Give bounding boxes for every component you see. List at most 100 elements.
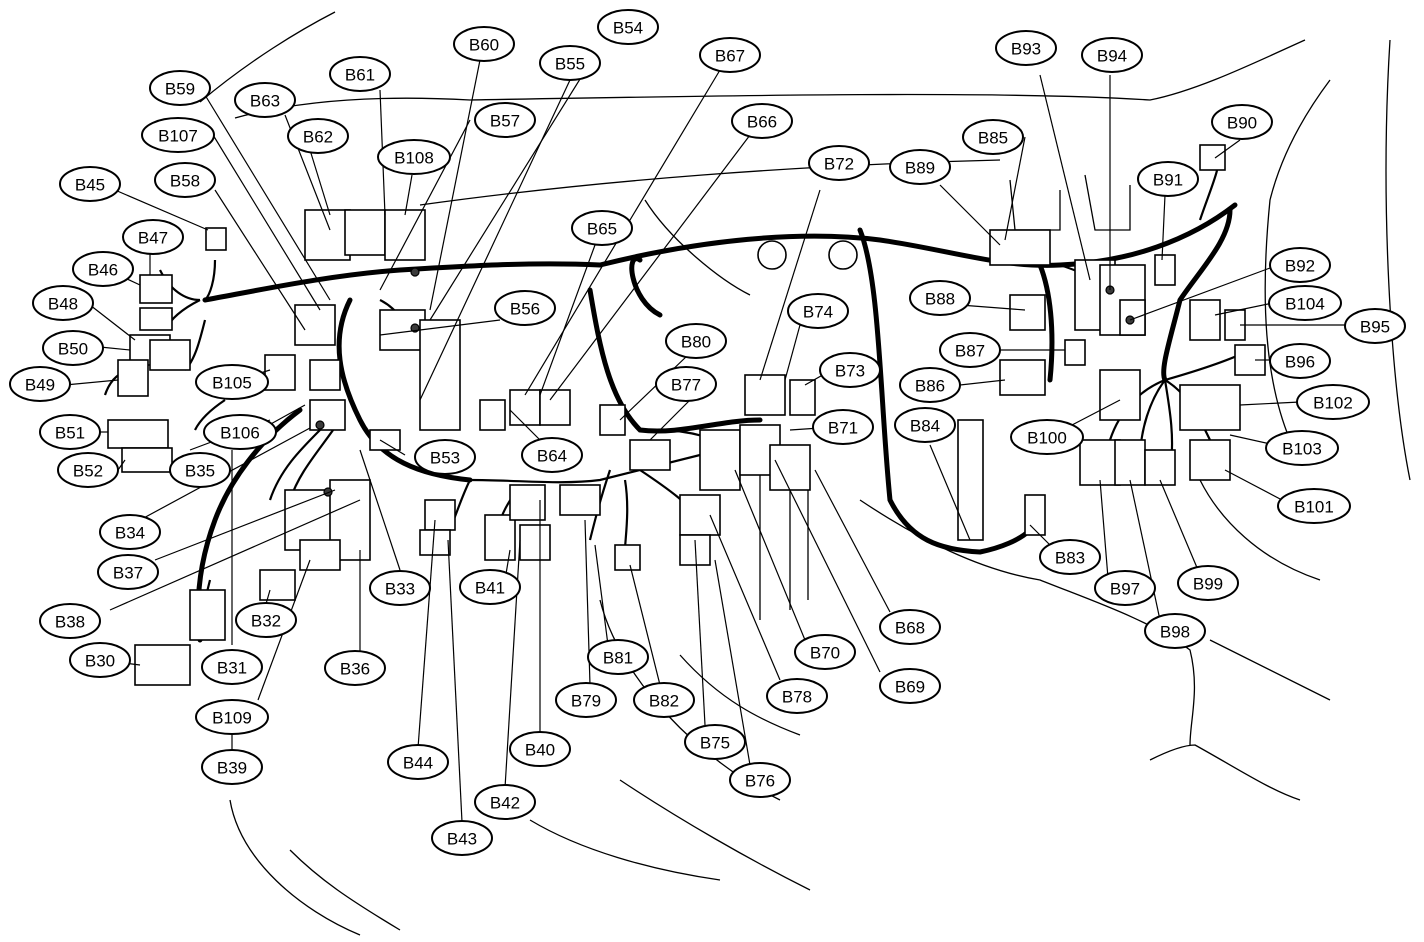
callout-b75: B75: [684, 724, 746, 760]
callout-b77-oval: [655, 366, 717, 402]
callout-b101-oval: [1277, 488, 1351, 524]
main-harness: [195, 202, 1238, 643]
callout-b44: B44: [387, 744, 449, 780]
callout-b99-oval: [1177, 565, 1239, 601]
callout-b70: B70: [794, 634, 856, 670]
callout-b50-text: B50: [58, 340, 88, 359]
callout-b37: B37: [97, 554, 159, 590]
callout-b81-text: B81: [603, 649, 633, 668]
callout-b42-text: B42: [490, 794, 520, 813]
callout-b36-oval: [324, 650, 386, 686]
callout-b74-text: B74: [803, 303, 833, 322]
callout-b74-oval: [787, 293, 849, 329]
callout-b79: B79: [555, 682, 617, 718]
callout-b98-oval: [1144, 613, 1206, 649]
callout-b60-text: B60: [469, 36, 499, 55]
callout-b73: B73: [819, 352, 881, 388]
callout-b66-oval: [731, 103, 793, 139]
callout-b43: B43: [431, 820, 493, 856]
callout-b35-text: B35: [185, 462, 215, 481]
callout-b91-oval: [1137, 161, 1199, 197]
callout-b38: B38: [39, 603, 101, 639]
callout-b73-oval: [819, 352, 881, 388]
callout-b82: B82: [633, 682, 695, 718]
callout-b76-oval: [729, 762, 791, 798]
callout-b55-text: B55: [555, 55, 585, 74]
callout-b83-text: B83: [1055, 549, 1085, 568]
callout-b50: B50: [42, 330, 104, 366]
callout-b63: B63: [234, 82, 296, 118]
callout-b55: B55: [539, 45, 601, 81]
callout-b102: B102: [1296, 384, 1370, 420]
callout-b73-text: B73: [835, 362, 865, 381]
callout-b38-oval: [39, 603, 101, 639]
callout-b86-text: B86: [915, 377, 945, 396]
callout-b41-text: B41: [475, 579, 505, 598]
callout-b68-text: B68: [895, 619, 925, 638]
callout-b78: B78: [766, 678, 828, 714]
callout-b90-oval: [1211, 104, 1273, 140]
callout-b59: B59: [149, 70, 211, 106]
callout-b31: B31: [201, 649, 263, 685]
callout-b31-oval: [201, 649, 263, 685]
callout-b72: B72: [808, 145, 870, 181]
callout-b95-text: B95: [1360, 318, 1390, 337]
callout-b106: B106: [203, 414, 277, 450]
callout-b61-text: B61: [345, 66, 375, 85]
callout-b71-text: B71: [828, 419, 858, 438]
callout-b81-oval: [587, 639, 649, 675]
callout-b92-text: B92: [1285, 257, 1315, 276]
callout-b107: B107: [141, 117, 215, 153]
callout-b34: B34: [99, 514, 161, 550]
callout-b75-text: B75: [700, 734, 730, 753]
callout-b105-oval: [195, 364, 269, 400]
callout-b92-oval: [1269, 247, 1331, 283]
callout-b86: B86: [899, 367, 961, 403]
callout-b60: B60: [453, 26, 515, 62]
callout-b62: B62: [287, 118, 349, 154]
callout-b45-text: B45: [75, 176, 105, 195]
callout-b63-oval: [234, 82, 296, 118]
callout-b53-oval: [414, 439, 476, 475]
callout-b58-text: B58: [170, 172, 200, 191]
callout-b45: B45: [59, 166, 121, 202]
callout-b44-text: B44: [403, 754, 433, 773]
callout-b64: B64: [521, 437, 583, 473]
callout-b90: B90: [1211, 104, 1273, 140]
callout-b33-text: B33: [385, 580, 415, 599]
callout-b56: B56: [494, 290, 556, 326]
callout-b49-oval: [9, 366, 71, 402]
callout-b62-oval: [287, 118, 349, 154]
callout-b65: B65: [571, 210, 633, 246]
callout-b96: B96: [1269, 343, 1331, 379]
callout-b48-oval: [32, 285, 94, 321]
callout-b109-oval: [195, 699, 269, 735]
callout-b57: B57: [474, 102, 536, 138]
callout-b69-oval: [879, 668, 941, 704]
callout-b77-text: B77: [671, 376, 701, 395]
callout-b101: B101: [1277, 488, 1351, 524]
callout-b31-text: B31: [217, 659, 247, 678]
callout-b39-text: B39: [217, 759, 247, 778]
callout-b108: B108: [377, 139, 451, 175]
callout-b58: B58: [154, 162, 216, 198]
callout-b107-oval: [141, 117, 215, 153]
callout-b61: B61: [329, 56, 391, 92]
callout-b81: B81: [587, 639, 649, 675]
callout-b43-text: B43: [447, 830, 477, 849]
callout-b50-oval: [42, 330, 104, 366]
callout-b85: B85: [962, 119, 1024, 155]
callout-b100-text: B100: [1027, 429, 1067, 448]
callout-b80: B80: [665, 323, 727, 359]
callout-b98: B98: [1144, 613, 1206, 649]
callout-b41: B41: [459, 569, 521, 605]
callout-b97: B97: [1094, 570, 1156, 606]
callout-b102-oval: [1296, 384, 1370, 420]
callout-b55-oval: [539, 45, 601, 81]
callout-b108-oval: [377, 139, 451, 175]
callout-b48-text: B48: [48, 295, 78, 314]
callout-b91-text: B91: [1153, 171, 1183, 190]
callout-b44-oval: [387, 744, 449, 780]
callout-b54-oval: [597, 9, 659, 45]
